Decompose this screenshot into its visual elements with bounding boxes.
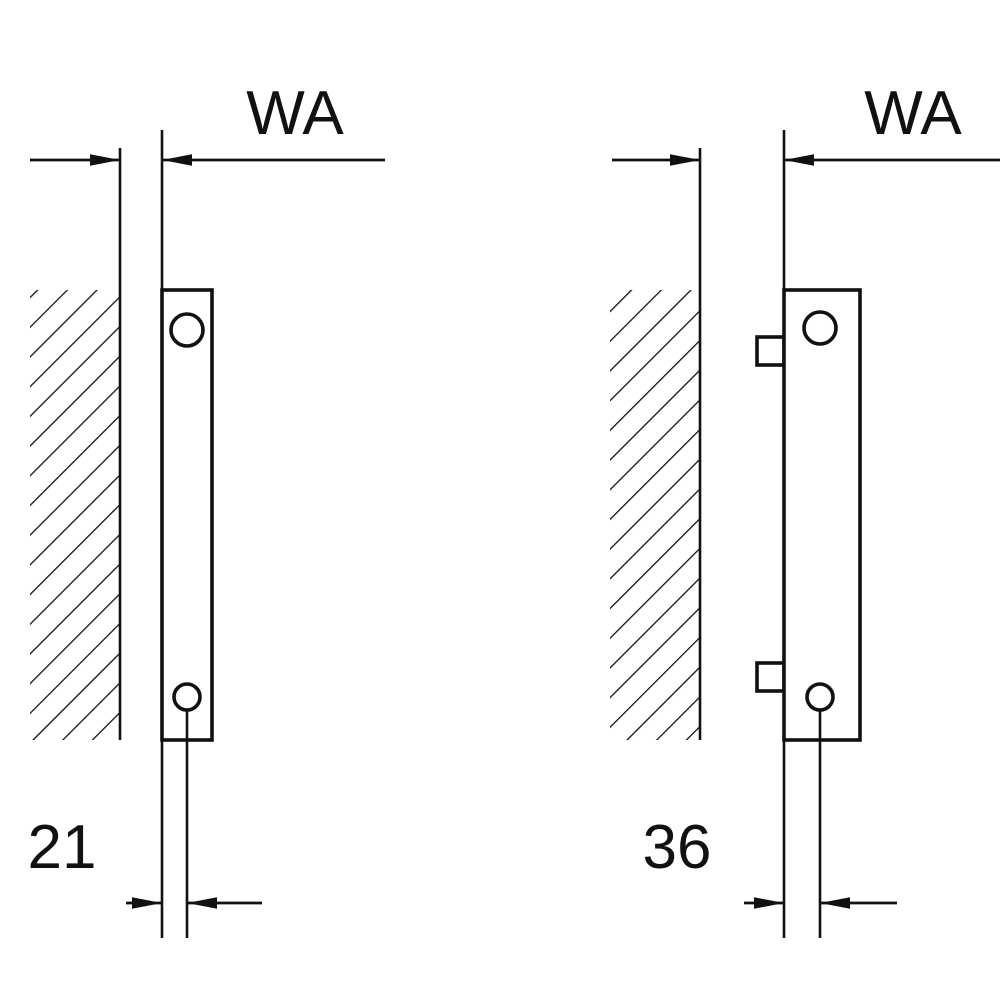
radiator-body bbox=[782, 288, 862, 742]
wall-hatch bbox=[30, 290, 120, 740]
arrow-left-icon bbox=[162, 154, 192, 166]
right-view: WA 36 bbox=[610, 79, 1000, 938]
bottom-pipe-connection bbox=[172, 682, 202, 712]
wall-distance-dimension: WA bbox=[30, 79, 385, 290]
top-pipe-connection bbox=[169, 312, 205, 348]
arrow-right-icon bbox=[90, 154, 120, 166]
wall-hatch bbox=[610, 290, 700, 740]
arrow-right-icon bbox=[132, 897, 162, 909]
wall-distance-label: WA bbox=[246, 79, 344, 148]
top-pipe-connection bbox=[802, 310, 838, 346]
mounting-tab-top bbox=[755, 335, 786, 367]
arrow-left-icon bbox=[784, 154, 814, 166]
pipe-offset-dimension: 21 bbox=[28, 710, 262, 938]
arrow-left-icon bbox=[820, 897, 850, 909]
arrow-left-icon bbox=[187, 897, 217, 909]
pipe-offset-label: 36 bbox=[643, 813, 712, 882]
arrow-right-icon bbox=[754, 897, 784, 909]
radiator-body bbox=[160, 288, 214, 742]
pipe-offset-dimension: 36 bbox=[643, 710, 897, 938]
mounting-tab-bottom bbox=[755, 661, 786, 693]
bottom-pipe-connection bbox=[805, 682, 835, 712]
wall-distance-label: WA bbox=[864, 79, 962, 148]
left-view: WA 21 bbox=[28, 79, 385, 938]
wall-distance-dimension: WA bbox=[612, 79, 1000, 290]
arrow-right-icon bbox=[670, 154, 700, 166]
pipe-offset-label: 21 bbox=[28, 813, 97, 882]
